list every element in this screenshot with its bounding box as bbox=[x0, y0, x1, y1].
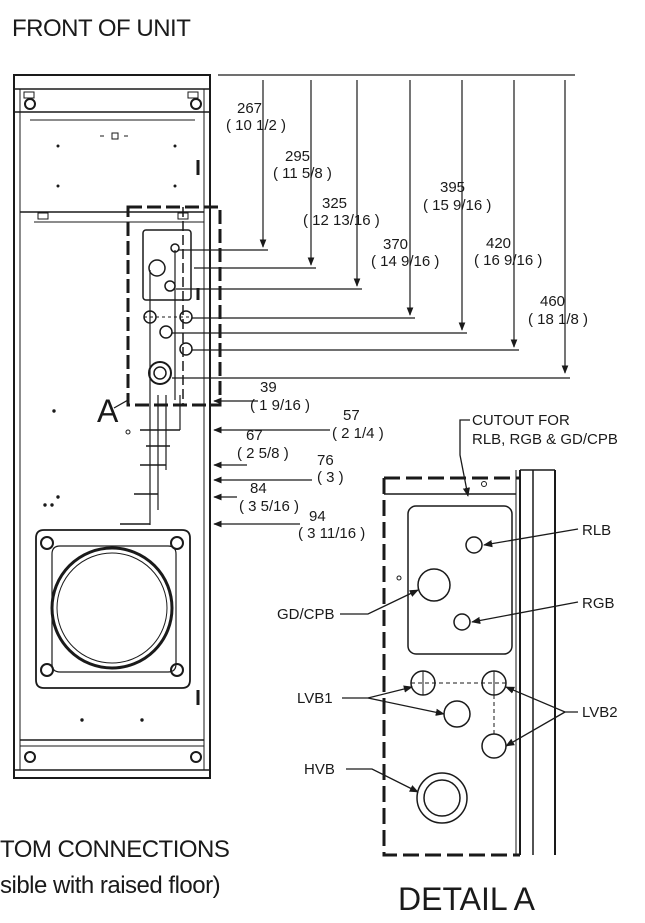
fan-mount-bolt bbox=[40, 536, 54, 550]
hvb-label: HVB bbox=[304, 761, 335, 778]
detail-hvb-hole bbox=[416, 772, 468, 824]
dim-325-inch: ( 12 13/16 ) bbox=[303, 212, 380, 229]
dim-67-inch: ( 2 5/8 ) bbox=[237, 445, 289, 462]
dim-67-mm: 67 bbox=[246, 427, 263, 444]
detail-rgb-hole bbox=[453, 613, 471, 631]
cabinet-top-band bbox=[13, 74, 211, 90]
corner-bolt bbox=[24, 751, 36, 763]
dim-94-inch: ( 3 11/16 ) bbox=[298, 525, 365, 542]
dim-57-inch: ( 2 1/4 ) bbox=[332, 425, 384, 442]
bottom-connections-caption-line2: sible with raised floor) bbox=[0, 872, 220, 899]
dim-370-inch: ( 14 9/16 ) bbox=[371, 253, 439, 270]
dim-57-mm: 57 bbox=[343, 407, 360, 424]
dim-267-mm: 267 bbox=[237, 100, 262, 117]
dim-267-inch: ( 10 1/2 ) bbox=[226, 117, 286, 134]
dim-295-inch: ( 11 5/8 ) bbox=[273, 165, 332, 182]
rlb-label: RLB bbox=[582, 522, 611, 539]
rgb-label: RGB bbox=[582, 595, 615, 612]
detail-rlb-hole bbox=[465, 536, 483, 554]
gdcpb-label: GD/CPB bbox=[277, 606, 335, 623]
section-marker-a: A bbox=[97, 393, 119, 429]
corner-bolt bbox=[24, 98, 36, 110]
rgb-connection bbox=[164, 280, 176, 292]
dim-84-mm: 84 bbox=[250, 480, 267, 497]
dim-39-mm: 39 bbox=[260, 379, 277, 396]
fan-mounting-plate bbox=[35, 529, 191, 689]
detail-gdcpb-hole bbox=[417, 568, 451, 602]
connection-region bbox=[126, 205, 222, 407]
detail-lvb2-hole-b bbox=[481, 733, 507, 759]
dim-460-inch: ( 18 1/8 ) bbox=[528, 311, 588, 328]
hvb-connection bbox=[148, 361, 172, 385]
detail-lvb1-hole-b bbox=[443, 700, 471, 728]
fan-mount-bolt bbox=[40, 663, 54, 677]
top-dimension-lines bbox=[172, 74, 575, 379]
dim-395-inch: ( 15 9/16 ) bbox=[423, 197, 491, 214]
bottom-connections-caption-line1: TOM CONNECTIONS bbox=[0, 836, 229, 863]
dim-84-inch: ( 3 5/16 ) bbox=[239, 498, 299, 515]
detail-border bbox=[382, 478, 520, 857]
cutout-label-line2: RLB, RGB & GD/CPB bbox=[472, 431, 618, 448]
dim-395-mm: 395 bbox=[440, 179, 465, 196]
dim-370-mm: 370 bbox=[383, 236, 408, 253]
detail-cutout-plate bbox=[407, 505, 513, 655]
dim-420-inch: ( 16 9/16 ) bbox=[474, 252, 542, 269]
fan-mount-bolt bbox=[170, 663, 184, 677]
dim-420-mm: 420 bbox=[486, 235, 511, 252]
cutout-plate bbox=[142, 229, 192, 301]
lvb1-connection-b bbox=[159, 325, 173, 339]
side-dimension-lines bbox=[213, 397, 330, 528]
detail-a-title: DETAIL A bbox=[398, 881, 536, 917]
lvb2-connection-b bbox=[179, 342, 193, 356]
dim-39-inch: ( 1 9/16 ) bbox=[250, 397, 310, 414]
cutout-label-line1: CUTOUT FOR bbox=[472, 412, 570, 429]
dim-94-mm: 94 bbox=[309, 508, 326, 525]
corner-bolt bbox=[190, 98, 202, 110]
fan-mount-bolt bbox=[170, 536, 184, 550]
dim-76-inch: ( 3 ) bbox=[317, 469, 344, 486]
gdcpb-connection bbox=[148, 259, 166, 277]
front-of-unit-title: FRONT OF UNIT bbox=[12, 15, 191, 42]
dim-325-mm: 325 bbox=[322, 195, 347, 212]
lvb2-label: LVB2 bbox=[582, 704, 618, 721]
dim-460-mm: 460 bbox=[540, 293, 565, 310]
detail-a-view bbox=[382, 469, 556, 857]
unit-front-view bbox=[13, 74, 222, 779]
dim-76-mm: 76 bbox=[317, 452, 334, 469]
detail-a-leaders bbox=[340, 419, 579, 793]
corner-bolt bbox=[190, 751, 202, 763]
lvb1-label: LVB1 bbox=[297, 690, 333, 707]
fan-opening bbox=[50, 546, 174, 670]
dim-295-mm: 295 bbox=[285, 148, 310, 165]
